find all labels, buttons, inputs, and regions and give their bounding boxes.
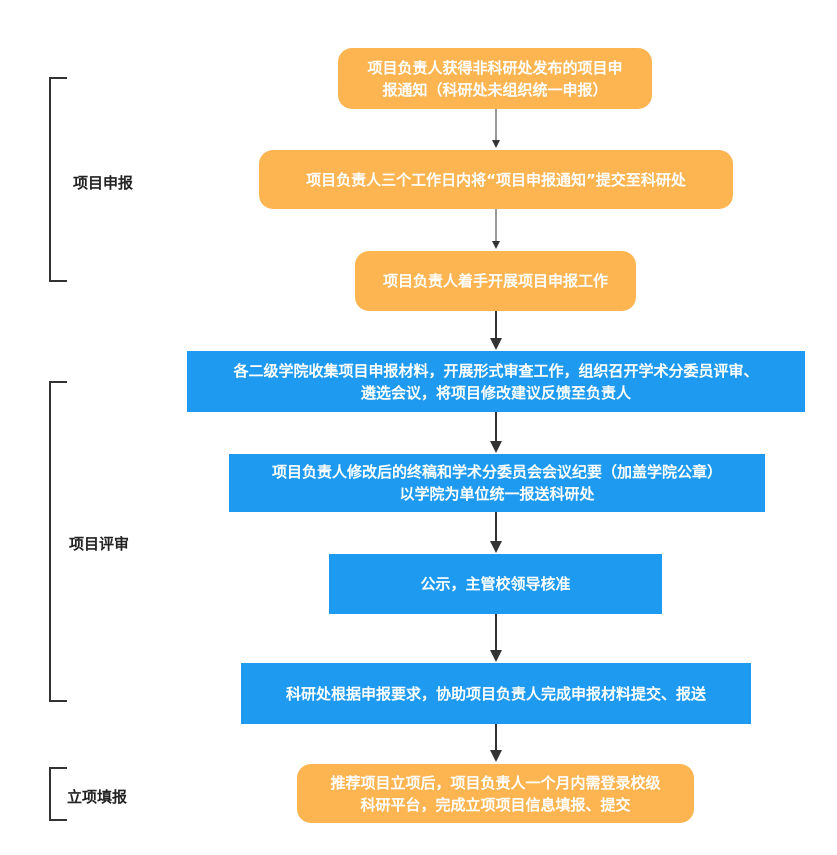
step-assist-submission: 科研处根据申报要求，协助项目负责人完成申报材料提交、报送 bbox=[241, 663, 751, 724]
arrow-5 bbox=[490, 512, 502, 553]
step-receive-notice: 项目负责人获得非科研处发布的项目申 报通知（科研处未组织统一申报） bbox=[338, 48, 652, 109]
arrow-4 bbox=[490, 412, 502, 453]
step-project-registration: 推荐项目立项后，项目负责人一个月内需登录校级 科研平台，完成立项项目信息填报、提… bbox=[297, 764, 694, 823]
section-bracket-review bbox=[49, 381, 67, 702]
arrow-6 bbox=[490, 614, 502, 662]
arrow-3 bbox=[490, 311, 502, 350]
step-final-submission: 项目负责人修改后的终稿和学术分委员会会议纪要（加盖学院公章） 以学院为单位统一报… bbox=[229, 454, 765, 512]
step-submit-notice: 项目负责人三个工作日内将“项目申报通知”提交至科研处 bbox=[259, 150, 733, 209]
section-bracket-approval bbox=[49, 767, 67, 821]
section-label-approval: 立项填报 bbox=[67, 788, 128, 806]
step-publicity-approval: 公示，主管校领导核准 bbox=[329, 554, 662, 614]
step-start-declaration: 项目负责人着手开展项目申报工作 bbox=[355, 251, 636, 311]
section-label-declaration: 项目申报 bbox=[73, 174, 134, 192]
section-label-review: 项目评审 bbox=[69, 535, 130, 553]
step-college-review: 各二级学院收集项目申报材料，开展形式审查工作，组织召开学术分委员评审、 遴选会议… bbox=[187, 351, 805, 412]
arrow-1 bbox=[492, 109, 500, 148]
arrow-7 bbox=[490, 724, 502, 762]
arrow-2 bbox=[492, 209, 500, 249]
section-bracket-declaration bbox=[49, 77, 67, 282]
